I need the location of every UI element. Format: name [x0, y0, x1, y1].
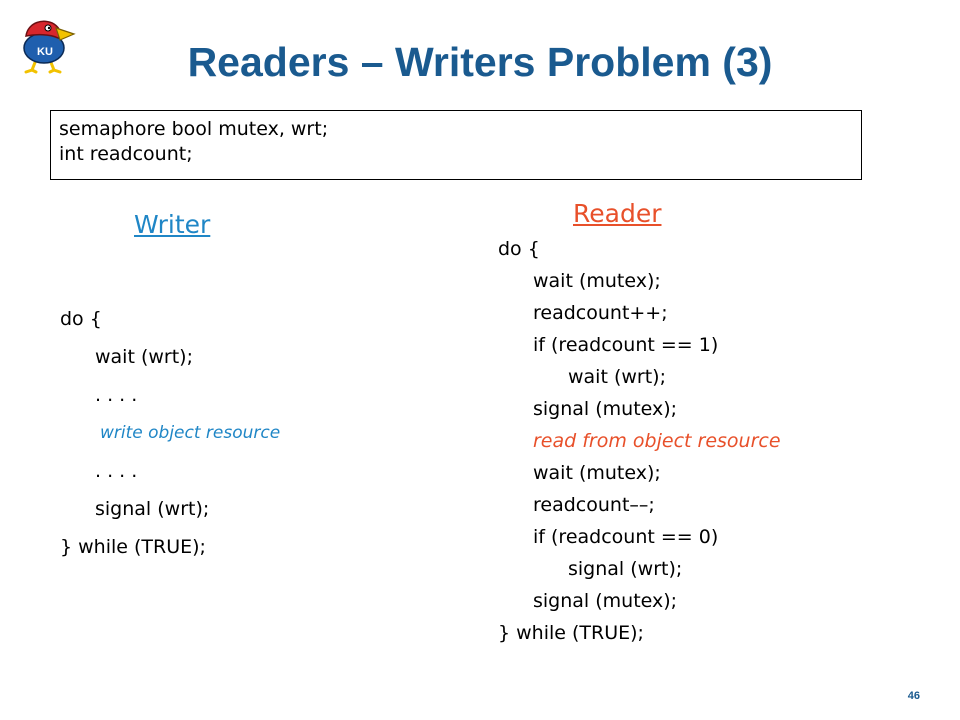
writer-code-block: do { wait (wrt); . . . . write object re…: [60, 300, 280, 566]
jayhawk-logo-icon: KU: [23, 20, 76, 74]
code-line: signal (wrt);: [95, 498, 210, 520]
declarations-box: semaphore bool mutex, wrt; int readcount…: [50, 110, 862, 180]
code-line: signal (wrt);: [568, 558, 683, 580]
declaration-line: int readcount;: [59, 143, 193, 165]
code-line: wait (mutex);: [533, 462, 661, 484]
code-line: . . . .: [95, 384, 138, 406]
slide-title: Readers – Writers Problem (3): [187, 39, 773, 85]
code-line: wait (mutex);: [533, 270, 661, 292]
code-line: readcount++;: [533, 302, 668, 324]
page-number: 46: [907, 690, 920, 702]
code-line: } while (TRUE);: [498, 622, 644, 644]
declaration-line: semaphore bool mutex, wrt;: [59, 118, 329, 140]
code-line: readcount––;: [533, 494, 655, 516]
code-line: wait (wrt);: [95, 346, 193, 368]
code-line: wait (wrt);: [568, 366, 666, 388]
writer-heading: Writer: [134, 210, 211, 239]
code-line: signal (mutex);: [533, 590, 678, 612]
logo-text: KU: [37, 46, 53, 58]
code-line: do {: [498, 238, 540, 260]
code-line: do {: [60, 308, 102, 330]
code-line: if (readcount == 0): [533, 526, 719, 548]
reader-heading: Reader: [573, 199, 662, 228]
code-line: . . . .: [95, 460, 138, 482]
writer-critical-section-note: write object resource: [100, 423, 281, 443]
code-line: signal (mutex);: [533, 398, 678, 420]
reader-critical-section-note: read from object resource: [533, 430, 781, 452]
code-line: } while (TRUE);: [60, 536, 206, 558]
code-line: if (readcount == 1): [533, 334, 719, 356]
reader-code-block: do { wait (mutex); readcount++; if (read…: [498, 233, 781, 649]
